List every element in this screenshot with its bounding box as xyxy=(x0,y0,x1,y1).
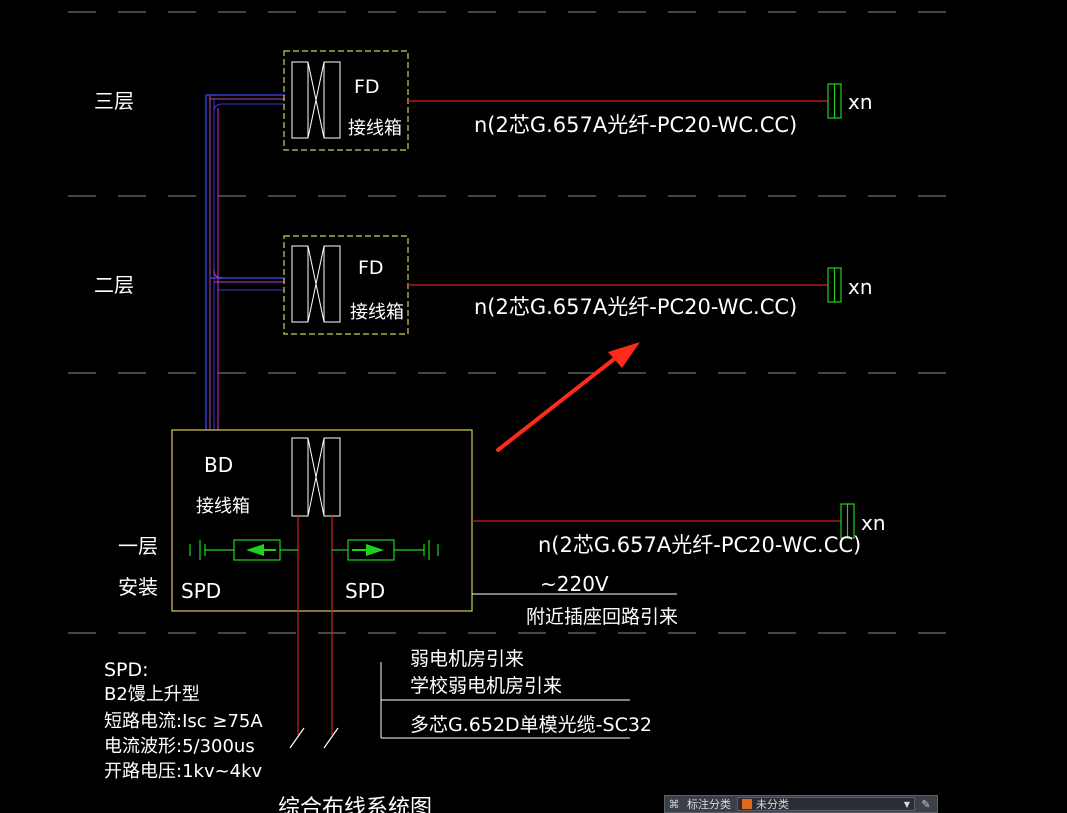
edit-icon[interactable]: ✎ xyxy=(921,797,931,811)
terminal-label-third: xn xyxy=(848,90,873,114)
spd-right[interactable] xyxy=(332,539,439,561)
fiber-cable-label-second: n(2芯G.657A光纤-PC20-WC.CC) xyxy=(474,295,797,319)
svg-text:B2馒上升型: B2馒上升型 xyxy=(104,684,200,705)
fiber-cable-label-third: n(2芯G.657A光纤-PC20-WC.CC) xyxy=(474,113,797,137)
floor-label-first-line2: 安装 xyxy=(118,575,158,599)
fd-box-third-floor[interactable]: FD 接线箱 xyxy=(283,50,409,151)
incoming-leader-lines xyxy=(380,662,630,739)
cable-ticks xyxy=(289,727,339,749)
power-voltage-label: ~220V xyxy=(540,572,609,596)
category-dropdown[interactable]: 未分类 ▼ xyxy=(737,797,915,811)
category-value: 未分类 xyxy=(756,798,789,811)
svg-text:SPD:: SPD: xyxy=(104,659,149,681)
fd-code-label: FD xyxy=(358,257,384,279)
svg-text:电流波形:5/300us: 电流波形:5/300us xyxy=(104,736,255,757)
spd-left[interactable] xyxy=(189,539,298,561)
category-color-swatch xyxy=(742,799,752,809)
terminal-third-floor[interactable] xyxy=(827,83,842,119)
incoming-note-2: 学校弱电机房引来 xyxy=(410,675,562,697)
spd-label-left: SPD xyxy=(181,579,221,603)
riser-conduit xyxy=(205,94,285,430)
terminal-label-second: xn xyxy=(848,275,873,299)
incoming-note-1: 弱电机房引来 xyxy=(410,648,524,670)
floor-label-first-line1: 一层 xyxy=(118,534,158,558)
bd-code-label: BD xyxy=(204,453,233,477)
bd-name-label: 接线箱 xyxy=(196,496,250,517)
fd-name-label: 接线箱 xyxy=(350,302,404,323)
annotation-arrow xyxy=(496,342,640,452)
feeder-lines xyxy=(297,516,333,735)
svg-text:短路电流:Isc ≥75A: 短路电流:Isc ≥75A xyxy=(104,711,263,732)
floor-label-third: 三层 xyxy=(94,89,134,113)
fd-name-label: 接线箱 xyxy=(348,118,402,139)
spd-label-right: SPD xyxy=(345,579,385,603)
category-icon: ⌘ xyxy=(668,797,680,811)
power-source-label: 附近插座回路引来 xyxy=(526,606,678,628)
diagram-title: 综合布线系统图 xyxy=(278,796,432,813)
fd-code-label: FD xyxy=(354,76,380,98)
spd-spec-notes: SPD: B2馒上升型 短路电流:Isc ≥75A 电流波形:5/300us 开… xyxy=(104,659,263,782)
fiber-cable-label-first: n(2芯G.657A光纤-PC20-WC.CC) xyxy=(538,533,861,557)
terminal-label-first: xn xyxy=(861,511,886,535)
floor-label-second: 二层 xyxy=(94,273,134,297)
terminal-second-floor[interactable] xyxy=(827,267,842,303)
incoming-cable-note: 多芯G.652D单模光缆-SC32 xyxy=(410,714,652,736)
annotation-category-toolbar: ⌘ 标注分类 未分类 ▼ ✎ xyxy=(664,795,938,813)
terminal-first-floor[interactable] xyxy=(840,503,855,539)
category-label: 标注分类 xyxy=(687,798,731,811)
chevron-down-icon: ▼ xyxy=(903,799,910,809)
svg-text:开路电压:1kv~4kv: 开路电压:1kv~4kv xyxy=(104,761,263,782)
fd-box-second-floor[interactable]: FD 接线箱 xyxy=(283,235,409,335)
